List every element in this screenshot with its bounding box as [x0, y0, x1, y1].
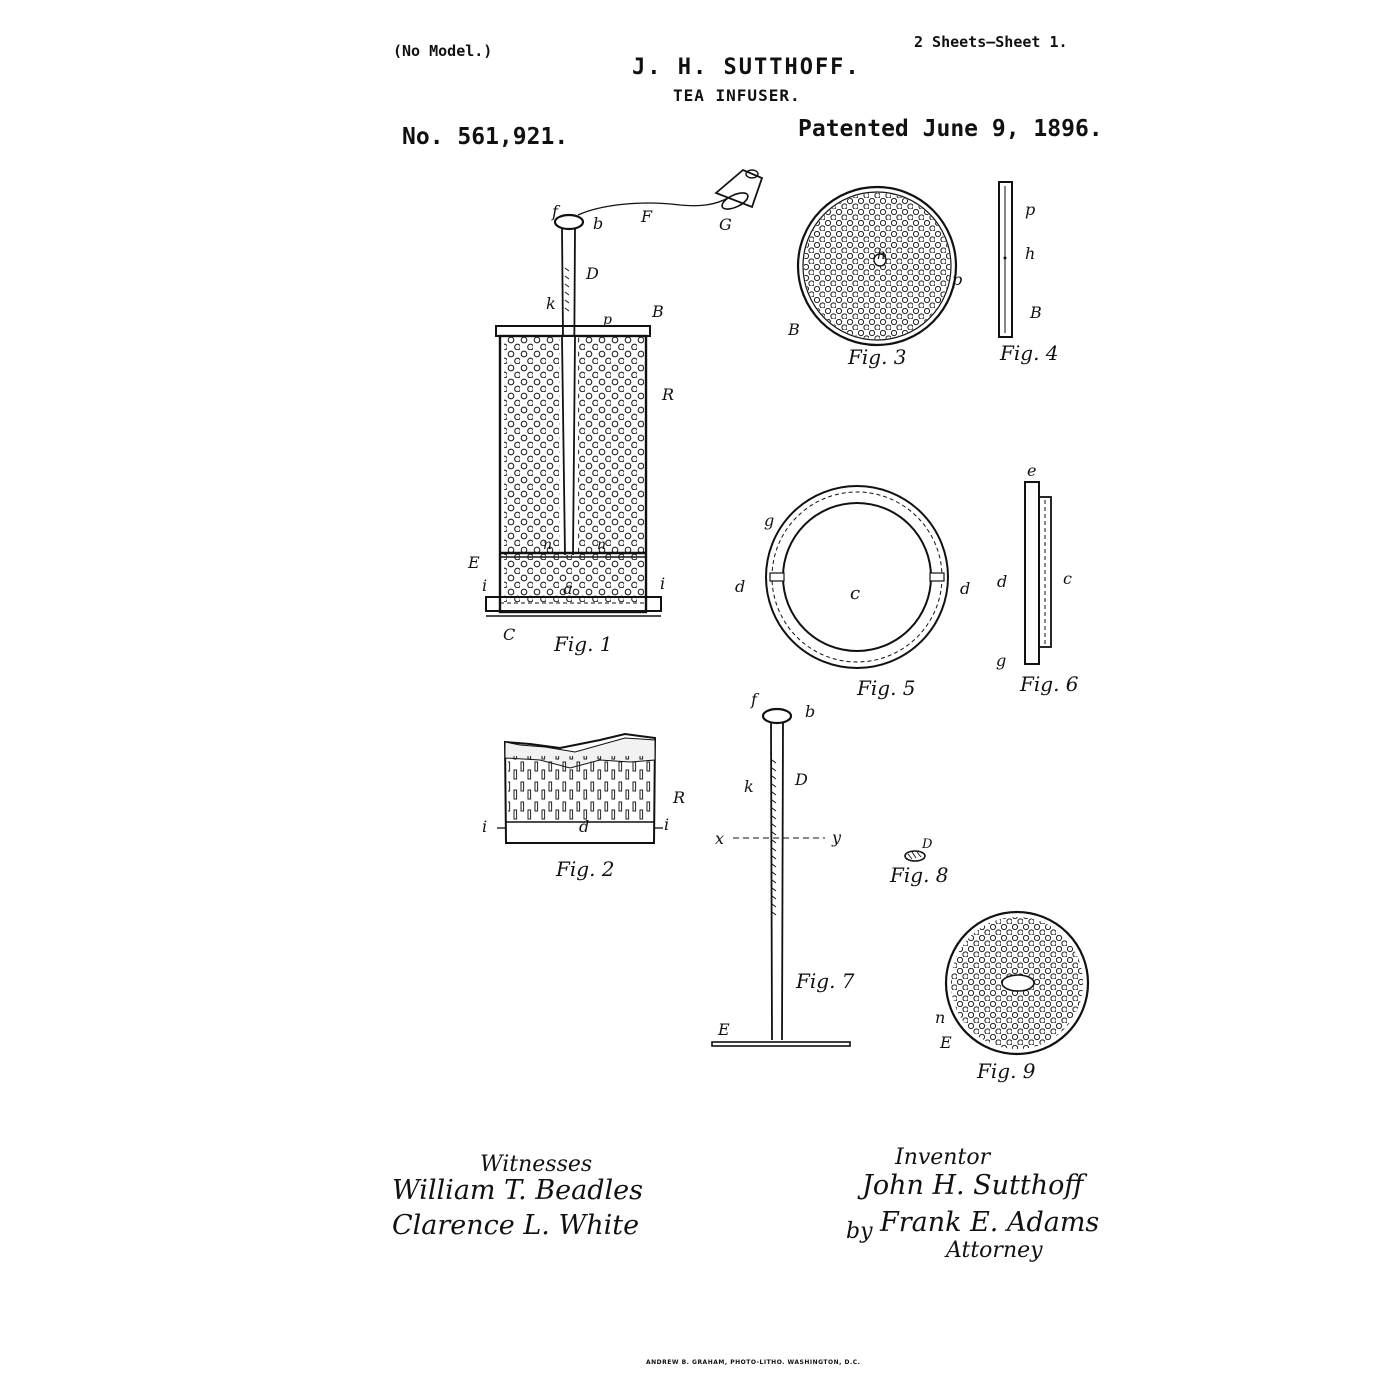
witness-signature-1: William T. Beadles	[392, 1175, 643, 1206]
caption-fig-9: Fig. 9	[976, 1059, 1036, 1083]
figure-3-perforated-lid	[796, 185, 958, 347]
caption-fig-4: Fig. 4	[999, 341, 1059, 365]
figure-6-ring-edge-view	[1024, 481, 1052, 665]
ref-letter: h	[877, 247, 886, 263]
model-note: (No Model.)	[393, 42, 493, 60]
ref-letter: k	[546, 294, 556, 313]
caption-fig-1: Fig. 1	[553, 632, 613, 656]
sheet-count: 2 Sheets—Sheet 1.	[914, 33, 1068, 51]
ref-letter: g	[764, 511, 774, 530]
inventor-label: Inventor	[895, 1145, 991, 1170]
ref-letter: f	[750, 690, 760, 709]
ref-letter: D	[921, 837, 933, 852]
ref-letter: i	[664, 815, 669, 834]
ref-letter: d	[997, 572, 1007, 591]
ref-letter: d	[960, 579, 970, 598]
ref-letter: B	[1029, 303, 1042, 322]
ref-letter: D	[585, 264, 599, 283]
figure-4-lid-edge-view	[998, 181, 1013, 338]
ref-letter: p	[1025, 200, 1035, 219]
patent-title: TEA INFUSER.	[673, 86, 801, 105]
ref-letter: i	[482, 576, 487, 595]
ref-letter: E	[467, 553, 480, 572]
ref-letter: i	[482, 817, 487, 836]
figure-1-infuser-assembly	[485, 168, 764, 617]
ref-letter: G	[719, 215, 732, 234]
figure-7-plunger-rod	[711, 707, 851, 1047]
ref-letter: k	[744, 777, 754, 796]
ref-letter: R	[661, 385, 674, 404]
ref-letter: B	[651, 302, 664, 321]
figure-8-rod-section	[904, 850, 926, 862]
ref-letter: n	[543, 537, 552, 553]
ref-letter: h	[1025, 244, 1035, 263]
witness-signature-2: Clarence L. White	[392, 1210, 640, 1241]
caption-fig-7: Fig. 7	[795, 969, 855, 993]
ref-letter: e	[1027, 461, 1036, 480]
ref-letter: c	[1063, 569, 1072, 588]
ref-letter: n	[597, 537, 606, 553]
caption-fig-5: Fig. 5	[856, 676, 916, 700]
by-label: by	[846, 1219, 873, 1244]
ref-letter: d	[735, 577, 745, 596]
ref-letter: p	[952, 270, 962, 289]
ref-letter: C	[503, 625, 515, 644]
ref-letter: E	[717, 1020, 730, 1039]
caption-fig-6: Fig. 6	[1019, 672, 1079, 696]
ref-letter: D	[794, 770, 808, 789]
ref-letter: p	[603, 312, 612, 328]
ref-letter: n	[935, 1008, 945, 1027]
printer-credit: ANDREW B. GRAHAM, PHOTO-LITHO. WASHINGTO…	[646, 1359, 861, 1366]
ref-letter: B	[787, 320, 800, 339]
ref-letter: d	[579, 817, 589, 836]
ref-letter: b	[593, 214, 603, 233]
attorney-label: Attorney	[946, 1238, 1043, 1263]
ref-letter: c	[850, 583, 860, 604]
patent-number: No. 561,921.	[402, 124, 569, 150]
witnesses-label: Witnesses	[480, 1152, 593, 1177]
ref-letter: f	[551, 202, 561, 221]
ref-letter: g	[996, 651, 1006, 670]
inventor-signature: John H. Sutthoff	[862, 1170, 1084, 1201]
ref-letter: x	[715, 829, 724, 848]
caption-fig-3: Fig. 3	[847, 345, 907, 369]
caption-fig-8: Fig. 8	[889, 863, 949, 887]
caption-fig-2: Fig. 2	[555, 857, 615, 881]
patent-date: Patented June 9, 1896.	[798, 116, 1103, 142]
figure-2-slotted-section	[497, 732, 663, 844]
figure-5-bottom-ring	[765, 485, 949, 669]
inventor-name: J. H. SUTTHOFF.	[632, 55, 861, 80]
figure-9-perforated-disk	[944, 910, 1090, 1056]
attorney-signature: Frank E. Adams	[880, 1207, 1100, 1238]
ref-letter: a	[563, 579, 573, 598]
ref-letter: R	[672, 788, 685, 807]
ref-letter: b	[805, 702, 815, 721]
ref-letter: F	[640, 207, 653, 226]
ref-letter: i	[660, 574, 665, 593]
ref-letter: E	[939, 1033, 952, 1052]
ref-letter: y	[831, 828, 842, 847]
